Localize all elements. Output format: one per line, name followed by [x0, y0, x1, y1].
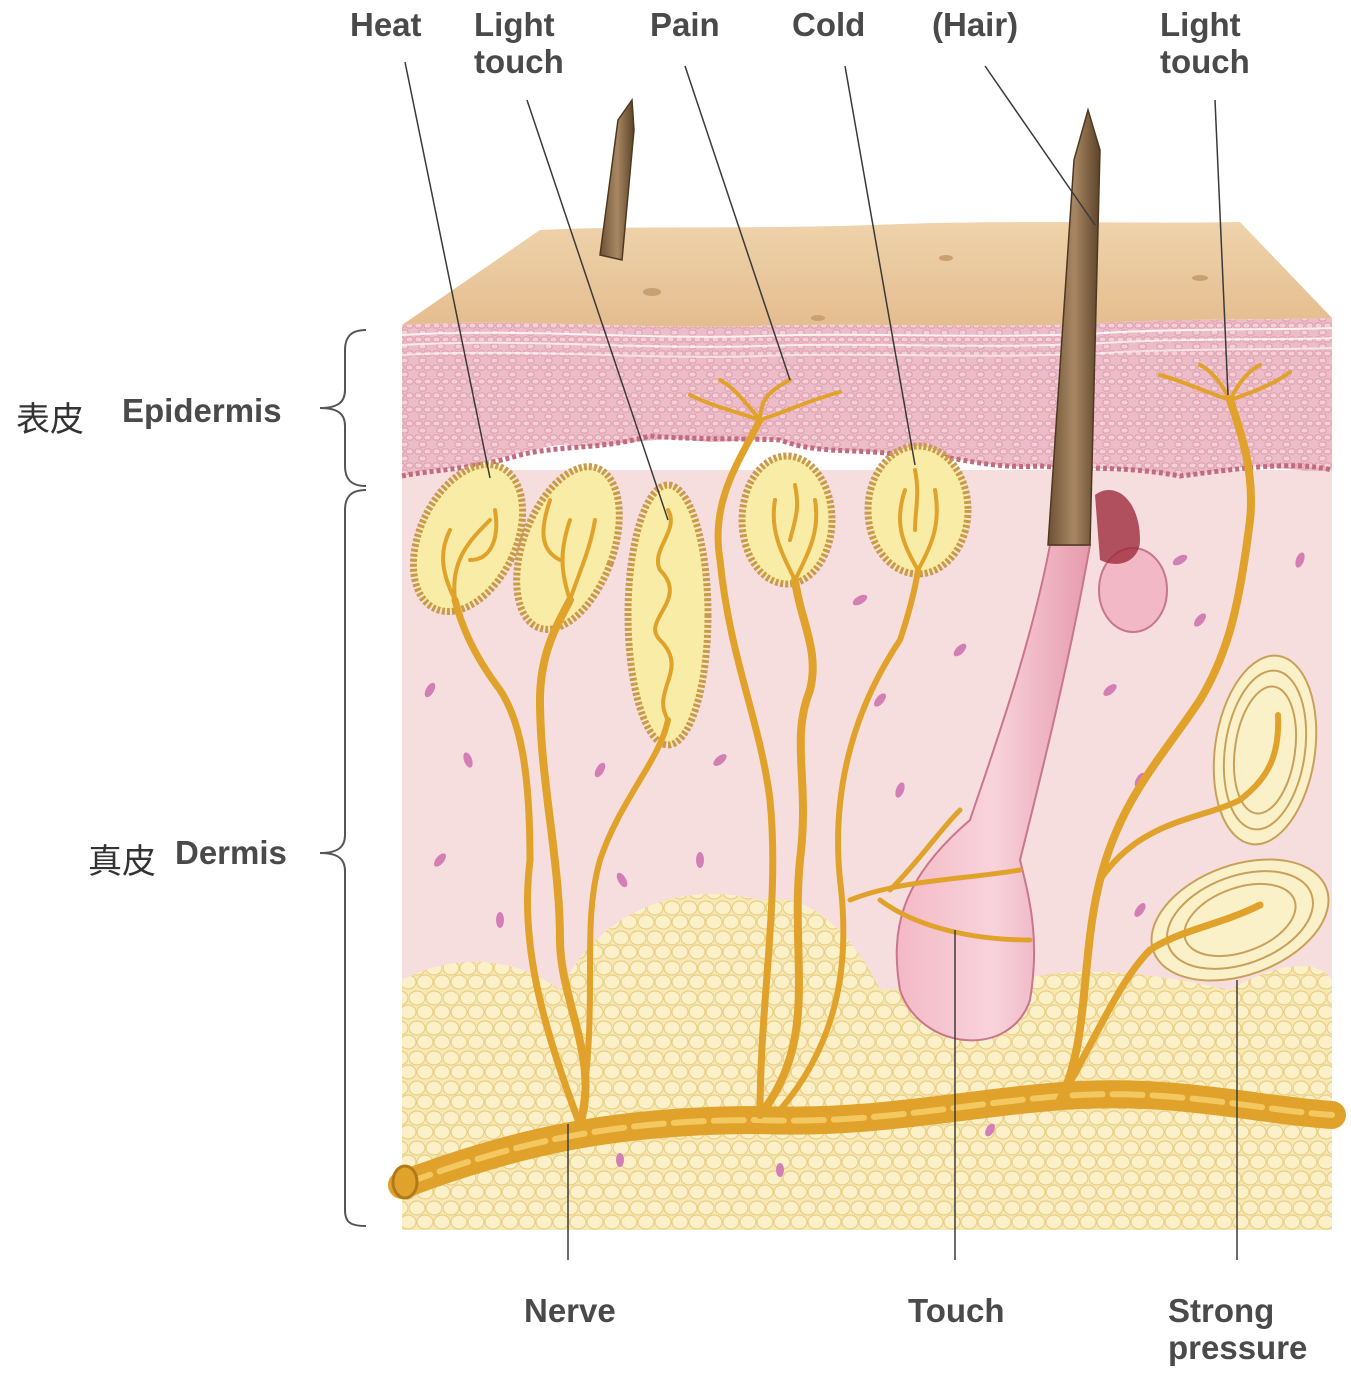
dermis-bracket	[320, 490, 366, 1226]
label-cold: Cold	[792, 6, 865, 43]
label-dermis: Dermis	[175, 834, 287, 871]
label-epidermis: Epidermis	[122, 392, 282, 429]
label-pain: Pain	[650, 6, 720, 43]
label-hair: (Hair)	[932, 6, 1018, 43]
pore	[811, 315, 825, 321]
label-line: Light	[474, 6, 564, 43]
label-heat: Heat	[350, 6, 422, 43]
label-line: pressure	[1168, 1329, 1307, 1366]
label-line: touch	[474, 43, 564, 80]
label-light-touch-1: Light touch	[474, 6, 564, 80]
label-light-touch-2: Light touch	[1160, 6, 1250, 80]
nerve-cut-end	[393, 1166, 417, 1198]
epidermis-bracket	[320, 330, 366, 486]
label-dermis-cn: 真皮	[88, 834, 156, 883]
skin-surface	[402, 222, 1332, 327]
label-line: touch	[1160, 43, 1250, 80]
pore	[1192, 275, 1208, 281]
pore	[939, 255, 953, 261]
label-line: Light	[1160, 6, 1250, 43]
label-epidermis-cn: 表皮	[16, 392, 84, 441]
pore	[643, 288, 661, 296]
label-strong-pressure: Strong pressure	[1168, 1292, 1307, 1366]
label-nerve: Nerve	[524, 1292, 616, 1329]
label-line: Strong	[1168, 1292, 1307, 1329]
label-touch: Touch	[908, 1292, 1005, 1329]
